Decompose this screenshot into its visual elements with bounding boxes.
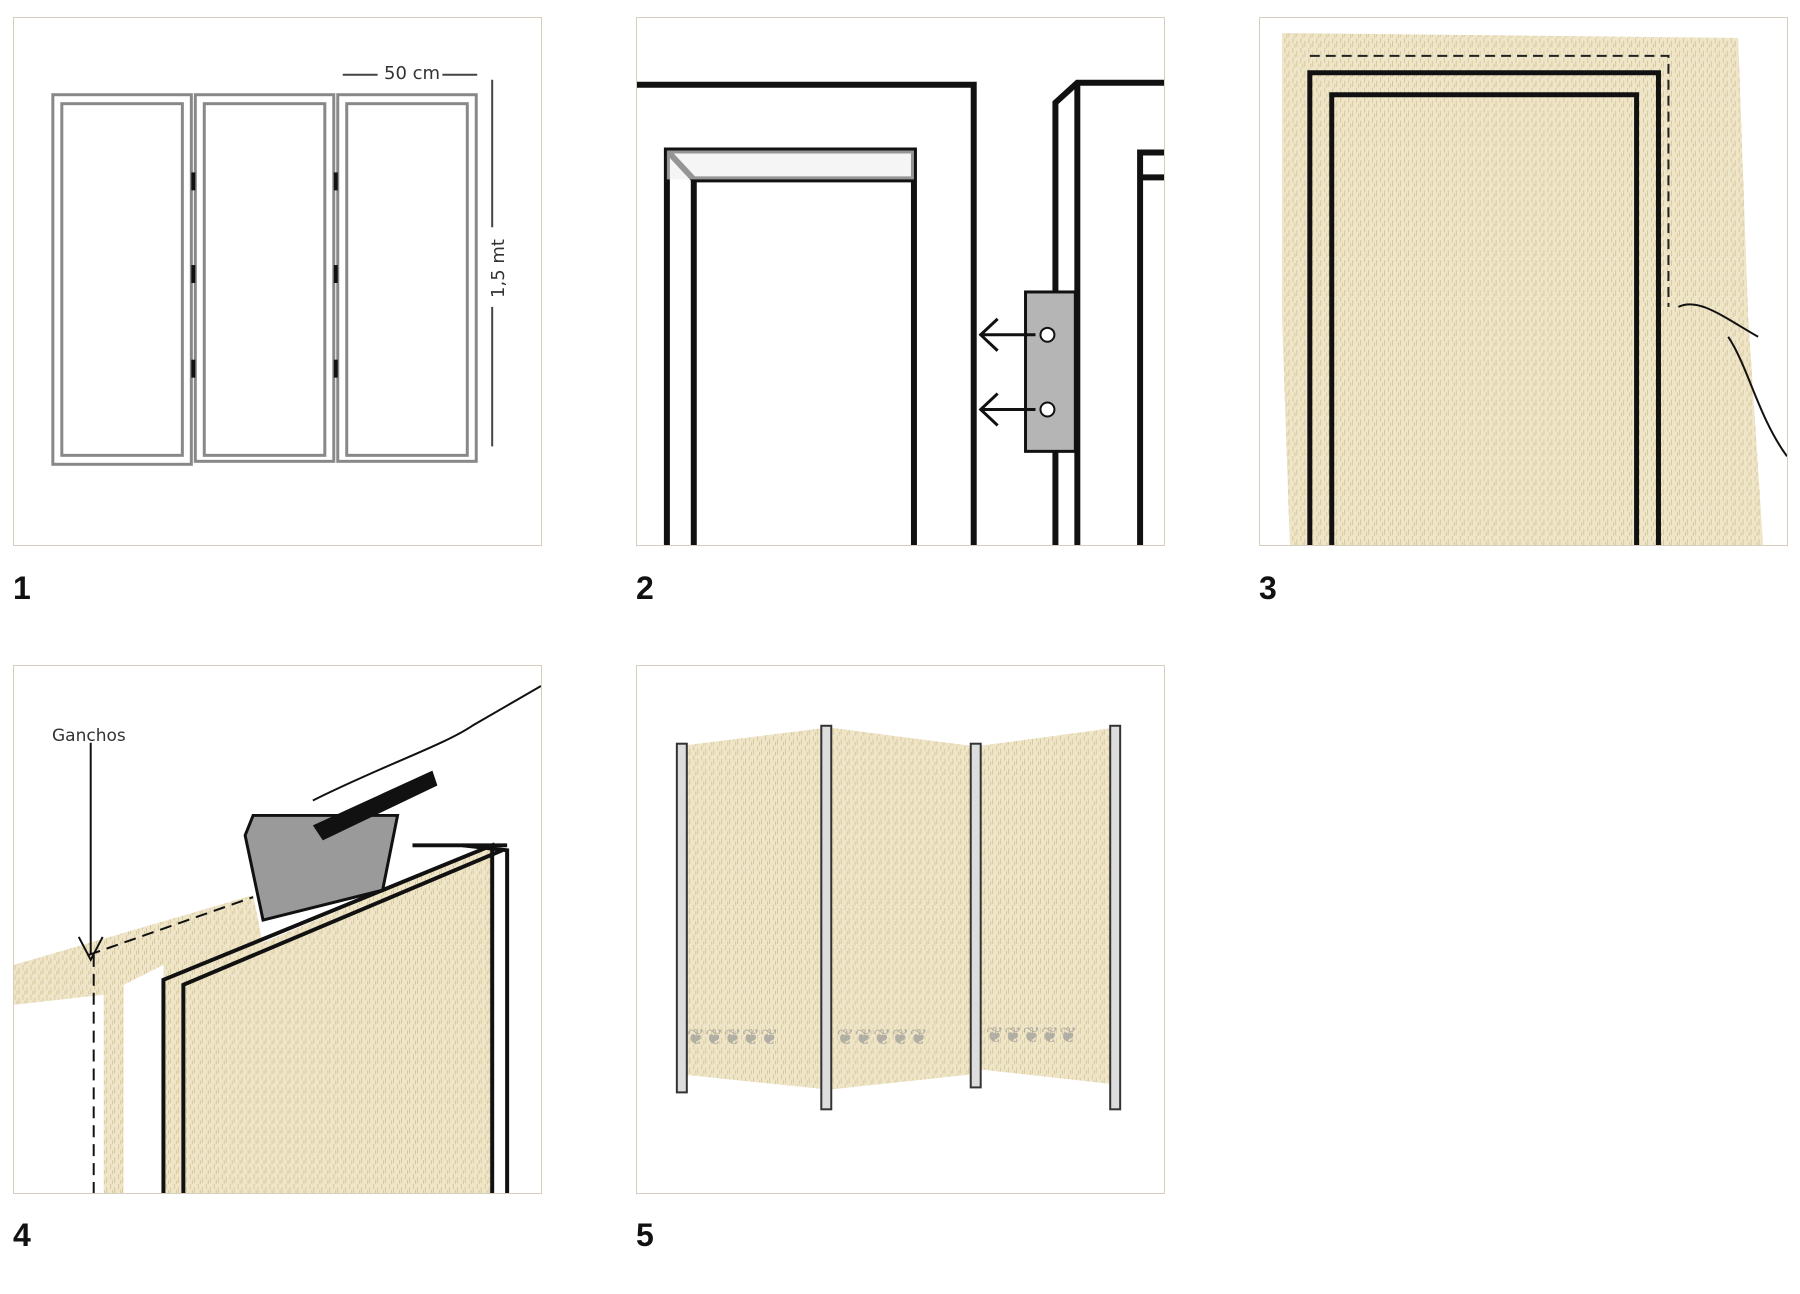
step-4-illustration: Ganchos <box>13 665 542 1194</box>
height-dimension-label: 1,5 mt <box>487 239 509 298</box>
step-1-illustration: 50 cm 1,5 mt <box>13 17 542 546</box>
step-3-illustration <box>1259 17 1788 546</box>
step-number-1: 1 <box>13 570 31 606</box>
width-dimension-label: 50 cm <box>384 63 441 84</box>
step-number-5: 5 <box>636 1217 654 1253</box>
step-number-4: 4 <box>13 1217 31 1253</box>
svg-text:❦❦❦❦❦: ❦❦❦❦❦ <box>836 1026 928 1051</box>
step-5-illustration: ❦❦❦❦❦ ❦❦❦❦❦ ❦❦❦❦❦ <box>636 665 1165 1194</box>
step-number-2: 2 <box>636 570 654 606</box>
step-number-3: 3 <box>1259 570 1277 606</box>
svg-text:❦❦❦❦❦: ❦❦❦❦❦ <box>687 1026 779 1051</box>
hooks-annotation: Ganchos <box>52 726 126 746</box>
svg-text:❦❦❦❦❦: ❦❦❦❦❦ <box>986 1024 1078 1049</box>
step-2-illustration <box>636 17 1165 546</box>
